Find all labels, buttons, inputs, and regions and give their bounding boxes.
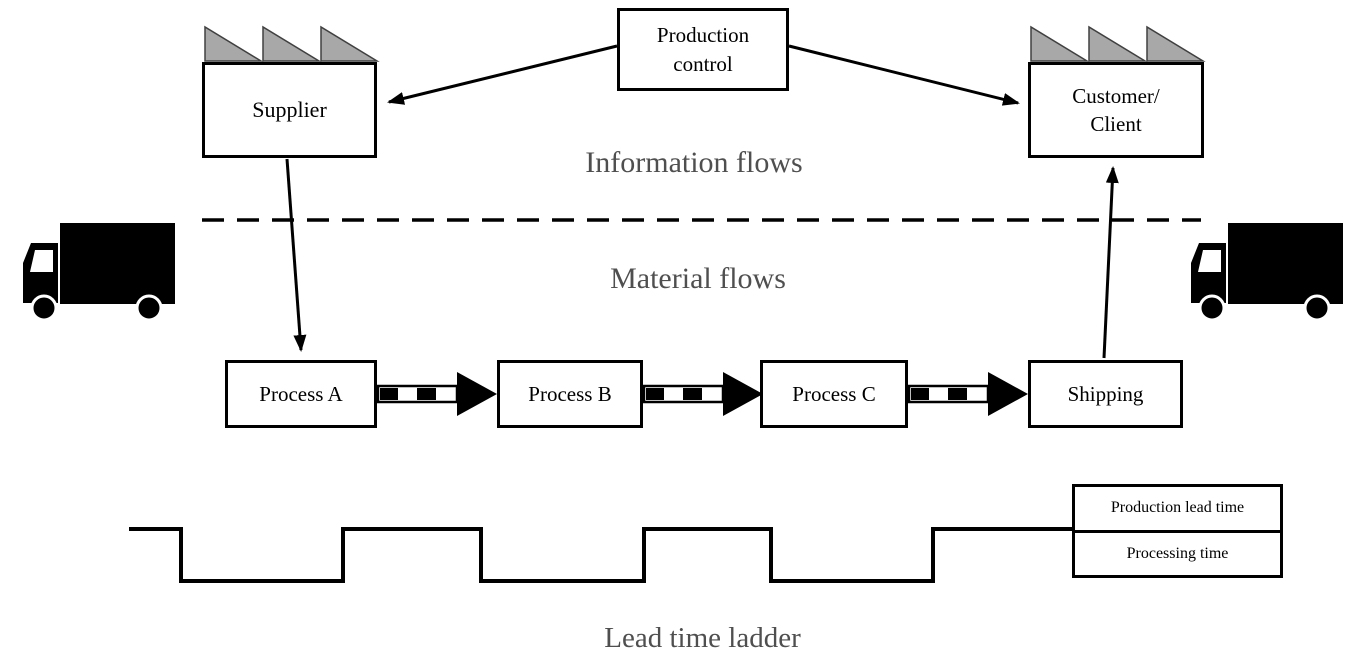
push-arrow-icon-b-c [642, 370, 765, 418]
factory-roof-icon-customer [1030, 25, 1206, 62]
shipping-box: Shipping [1028, 360, 1183, 428]
push-arrow-icon-a-b [376, 370, 499, 418]
lead-time-ladder-line [129, 527, 1073, 583]
production-control-label-line2: control [673, 51, 733, 76]
ladder-legend-box: Production lead time Processing time [1072, 484, 1283, 578]
legend-processing-time: Processing time [1126, 544, 1229, 562]
production-control-label-line1: Production [656, 23, 750, 48]
process-a-label: Process A [259, 381, 343, 406]
supplier-box: Supplier [202, 62, 377, 158]
supplier-label: Supplier [252, 97, 327, 123]
legend-production-lead-time: Production lead time [1075, 487, 1280, 533]
process-c-label: Process C [792, 381, 876, 406]
customer-label-line2: Client [1090, 112, 1142, 136]
process-b-box: Process B [497, 360, 643, 428]
information-flows-label: Information flows [585, 146, 803, 179]
factory-roof-icon-supplier [204, 25, 380, 62]
push-arrow-icon-c-shipping [907, 370, 1030, 418]
process-b-label: Process B [528, 381, 612, 406]
shipping-to-customer-arrow [1102, 166, 1119, 359]
production-control-box: Production control [617, 8, 789, 91]
supplier-to-process-a-arrow [285, 158, 307, 352]
lead-time-ladder-label: Lead time ladder [604, 622, 801, 654]
info-arrow-to-customer [788, 44, 1020, 106]
material-flows-label: Material flows [610, 262, 786, 295]
shipping-label: Shipping [1067, 381, 1144, 406]
process-c-box: Process C [760, 360, 908, 428]
customer-label-line1: Customer/ [1072, 83, 1160, 108]
truck-icon-right [1189, 221, 1345, 322]
info-arrow-to-supplier [387, 44, 618, 105]
customer-box: Customer/ Client [1028, 62, 1204, 158]
process-a-box: Process A [225, 360, 377, 428]
truck-icon-left [21, 221, 177, 322]
